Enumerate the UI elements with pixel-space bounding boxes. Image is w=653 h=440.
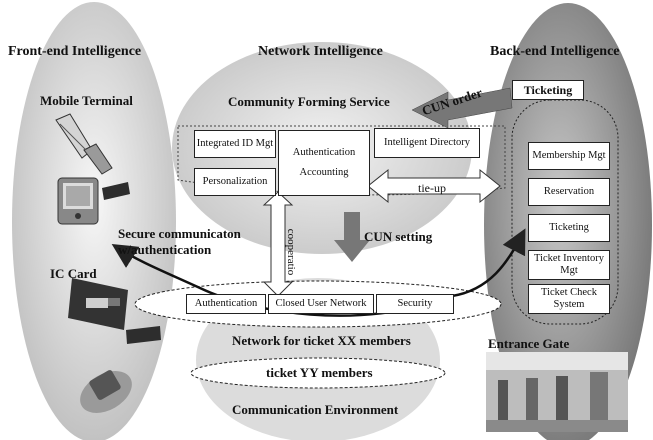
- mobile-phone-illustration: [55, 113, 113, 175]
- ticket-check-label-2: System: [553, 299, 585, 310]
- intelligent-directory-box: Intelligent Directory: [374, 128, 480, 158]
- secure-communication-label-2: w/authentication: [118, 242, 212, 257]
- ic-card-illustration: [126, 326, 161, 344]
- ticketing-label-box: Ticketing: [512, 80, 584, 100]
- cun-setting-arrow: [334, 212, 370, 262]
- cooperation-label: cooperatio: [285, 228, 298, 276]
- membership-box: Membership Mgt: [528, 142, 610, 170]
- tie-up-label: tie-up: [418, 181, 446, 195]
- security-box: Security: [376, 294, 454, 314]
- pda-illustration: [57, 177, 99, 225]
- mobile-terminal-label: Mobile Terminal: [40, 93, 133, 108]
- reservation-box: Reservation: [528, 178, 610, 206]
- ic-card-label: IC Card: [50, 266, 97, 281]
- network-xx-label: Network for ticket XX members: [232, 333, 411, 348]
- network-to-backend-arrow: [451, 228, 526, 298]
- integrated-id-box: Integrated ID Mgt: [194, 130, 276, 158]
- entrance-gate-label: Entrance Gate: [488, 336, 570, 351]
- tie-up-arrow: [367, 168, 501, 204]
- network-yy-ring: [190, 357, 446, 389]
- entrance-gate-photo: [486, 352, 628, 432]
- communication-environment-title: Communication Environment: [232, 402, 399, 417]
- ticket-inventory-label-1: Ticket Inventory: [534, 253, 604, 264]
- network-yy-label: ticket YY members: [266, 365, 373, 380]
- secure-communication-label-1: Secure communicaton: [118, 226, 241, 241]
- authentication-accounting-box: Authentication Accounting: [278, 130, 370, 196]
- authentication-box: Authentication: [186, 294, 266, 314]
- laptop-illustration: [68, 278, 128, 330]
- pda-card-illustration: [102, 182, 130, 200]
- closed-user-network-box: Closed User Network: [268, 294, 374, 314]
- personalization-box: Personalization: [194, 168, 276, 196]
- accounting-label: Accounting: [299, 167, 349, 178]
- ticket-check-box: Ticket Check System: [528, 284, 610, 314]
- back-end-title: Back-end Intelligence: [490, 44, 620, 59]
- ticketing-box: Ticketing: [528, 214, 610, 242]
- cun-setting-label: CUN setting: [364, 229, 433, 244]
- ticket-inventory-box: Ticket Inventory Mgt: [528, 250, 610, 280]
- ticketing-group: [511, 99, 619, 325]
- hand-phone-illustration: [80, 370, 132, 413]
- front-end-title: Front-end Intelligence: [8, 44, 142, 59]
- ticket-inventory-label-2: Mgt: [560, 265, 578, 276]
- authentication-label: Authentication: [292, 147, 356, 158]
- community-forming-service-title: Community Forming Service: [228, 94, 390, 109]
- ticket-check-label-1: Ticket Check: [541, 287, 597, 298]
- cun-order-arrow: [411, 87, 513, 129]
- network-title: Network Intelligence: [258, 44, 383, 59]
